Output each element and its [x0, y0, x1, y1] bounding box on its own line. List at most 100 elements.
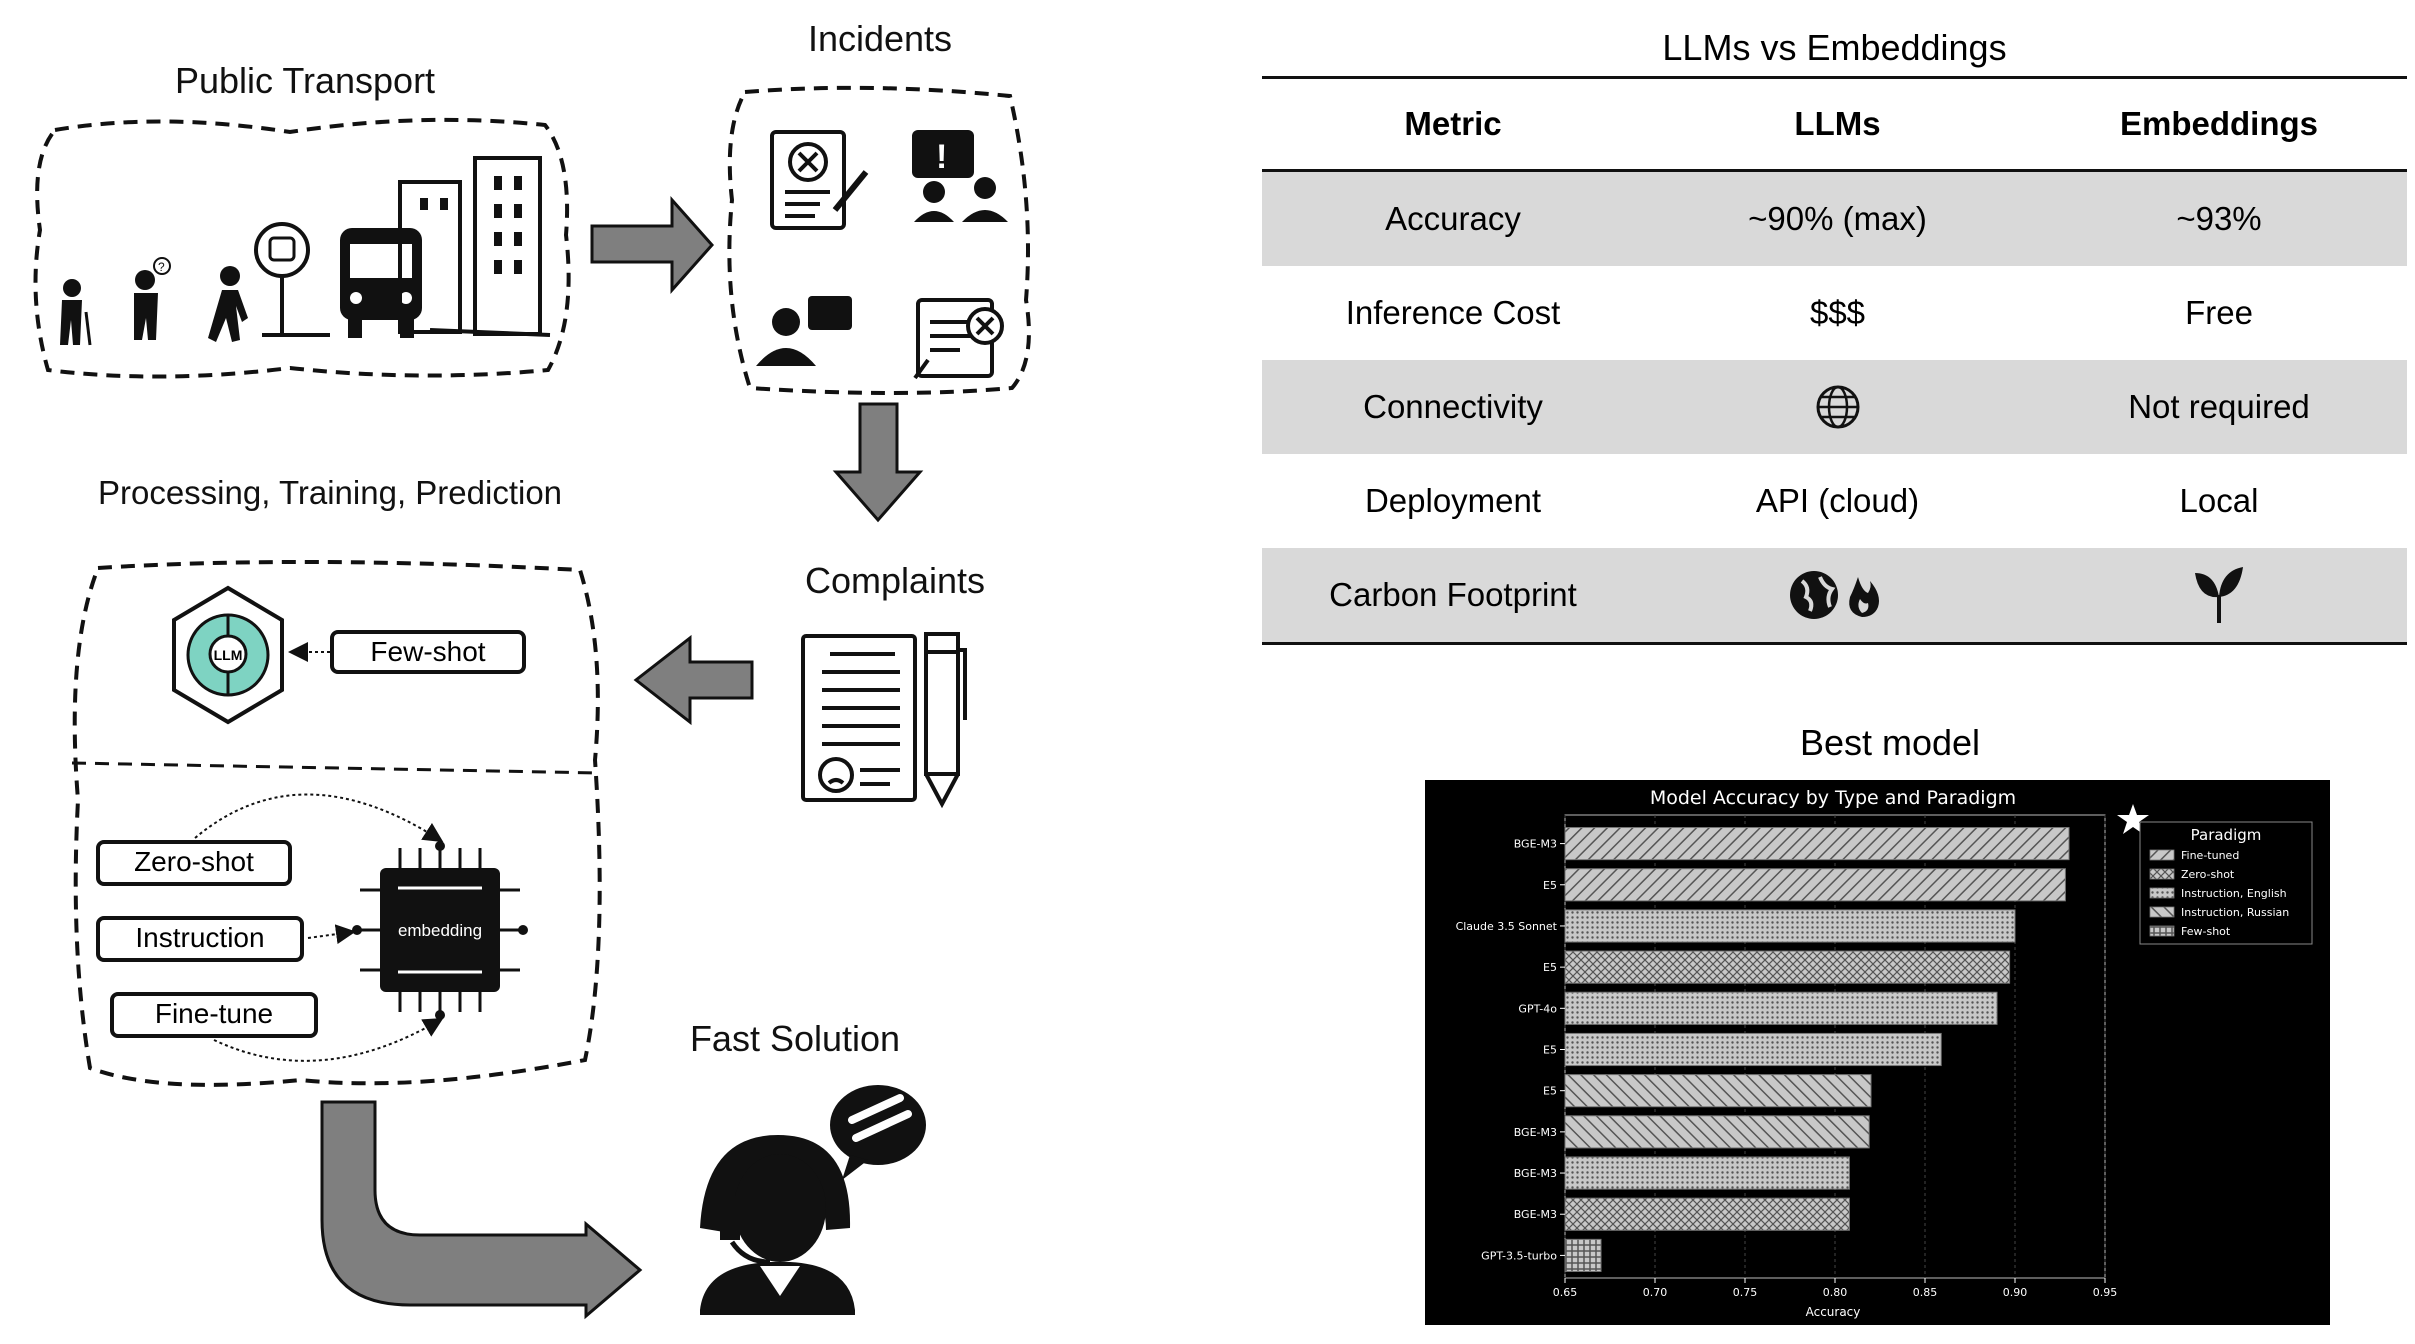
- llm-cell: [1644, 360, 2031, 454]
- llm-cell: [1644, 548, 2031, 645]
- arrow-to-complaints: [832, 402, 924, 523]
- x-tick-label: 0.95: [2093, 1286, 2118, 1299]
- legend-swatch: [2149, 849, 2175, 861]
- llm-brain-icon: LLM: [172, 585, 284, 725]
- x-tick-label: 0.80: [1823, 1286, 1848, 1299]
- svg-text:!: !: [936, 138, 947, 176]
- bar-0: [1564, 827, 2070, 861]
- chat-person-icon: [756, 296, 852, 366]
- arrow-to-incidents: [590, 196, 715, 294]
- table-title: LLMs vs Embeddings: [1662, 27, 2007, 68]
- fine-tune-box: Fine-tune: [110, 992, 318, 1038]
- accuracy-chart: Model Accuracy by Type and Paradigm 0.65…: [1425, 780, 2330, 1325]
- elderly-person-icon: [60, 279, 92, 346]
- bar-4: [1564, 991, 1998, 1025]
- svg-text:LLM: LLM: [214, 647, 243, 663]
- svg-text:?: ?: [158, 260, 165, 274]
- arrow-to-processing: [633, 634, 754, 726]
- table-row: Inference Cost $$$ Free: [1262, 266, 2407, 360]
- table-row: Carbon Footprint: [1262, 548, 2407, 645]
- x-tick-label: 0.90: [2003, 1286, 2028, 1299]
- y-tick-label: BGE-M3: [1514, 1208, 1557, 1221]
- x-tick-label: 0.65: [1553, 1286, 1578, 1299]
- table-row: Accuracy ~90% (max) ~93%: [1262, 170, 2407, 266]
- arrow-to-solution: [320, 1100, 643, 1320]
- walking-person-icon: [208, 266, 248, 342]
- metric-cell: Connectivity: [1262, 360, 1644, 454]
- bar-3: [1564, 950, 2011, 984]
- bar-2: [1564, 909, 2016, 943]
- legend-entry: Instruction, English: [2181, 887, 2287, 900]
- embedding-chip-icon: embedding: [352, 841, 528, 1020]
- processing-label: Processing, Training, Prediction: [97, 474, 563, 511]
- y-tick-label: E5: [1543, 1044, 1557, 1057]
- header-metric: Metric: [1262, 76, 1644, 172]
- globe-icon: [1816, 385, 1859, 429]
- metric-cell: Inference Cost: [1345, 294, 1561, 331]
- legend-title: Paradigm: [2191, 826, 2262, 844]
- x-tick-label: 0.75: [1733, 1286, 1758, 1299]
- zero-shot-box: Zero-shot: [96, 840, 292, 886]
- public-transport-frame: [33, 117, 571, 379]
- speech-bubble-icon: [830, 1085, 926, 1180]
- rejected-document-icon: [770, 130, 869, 230]
- confused-person-icon: ?: [134, 257, 171, 340]
- best-model-title: Best model: [1799, 722, 1981, 763]
- y-tick-label: Claude 3.5 Sonnet: [1456, 920, 1558, 933]
- llm-cell: API (cloud): [1755, 482, 1920, 519]
- incidents-label: Incidents: [807, 18, 953, 59]
- y-tick-label: E5: [1543, 879, 1557, 892]
- chart-canvas: Model Accuracy by Type and Paradigm 0.65…: [1456, 787, 2313, 1319]
- support-agent-icon: [700, 1135, 855, 1315]
- instruction-box: Instruction: [96, 916, 304, 962]
- embedding-cell: [2031, 548, 2407, 645]
- bus-stop-icon: [254, 222, 330, 337]
- bar-10: [1564, 1238, 1602, 1272]
- y-tick-label: BGE-M3: [1514, 838, 1557, 851]
- bar-9: [1564, 1197, 1850, 1231]
- y-tick-label: BGE-M3: [1514, 1167, 1557, 1180]
- buildings-icon: [398, 156, 551, 337]
- embedding-cell: ~93%: [2031, 170, 2407, 266]
- bar-1: [1564, 868, 2066, 902]
- svg-text:embedding: embedding: [398, 921, 482, 940]
- legend-swatch: [2149, 925, 2175, 937]
- bar-5: [1564, 1032, 1942, 1067]
- few-shot-box: Few-shot: [330, 630, 526, 674]
- processing-frame: [72, 559, 602, 1087]
- embedding-cell: Local: [2179, 482, 2259, 519]
- workflow-diagram: ? !: [33, 18, 1031, 1320]
- sprout-icon: [2195, 567, 2243, 623]
- y-tick-label: BGE-M3: [1514, 1126, 1557, 1139]
- x-tick-label: 0.70: [1643, 1286, 1668, 1299]
- legend-swatch: [2149, 868, 2175, 880]
- metric-cell: Accuracy: [1262, 170, 1644, 266]
- x-tick-label: 0.85: [1913, 1286, 1938, 1299]
- x-axis-label: Accuracy: [1806, 1305, 1861, 1319]
- header-llms: LLMs: [1644, 76, 2031, 172]
- legend-entry: Few-shot: [2181, 925, 2231, 938]
- embedding-cell: Free: [2185, 294, 2253, 331]
- chart-title-text: Model Accuracy by Type and Paradigm: [1650, 787, 2016, 809]
- legend-swatch: [2149, 887, 2175, 899]
- bar-7: [1564, 1115, 1870, 1149]
- public-transport-label: Public Transport: [174, 60, 436, 101]
- pencil-icon: [924, 632, 967, 809]
- processing-divider: [71, 761, 601, 775]
- earth-fire-icon: [1789, 571, 1879, 619]
- header-embeddings: Embeddings: [2031, 76, 2407, 172]
- llm-cell: $$$: [1809, 294, 1866, 331]
- chart-legend: Paradigm Fine-tunedZero-shotInstruction,…: [2139, 821, 2313, 945]
- fast-solution-label: Fast Solution: [689, 1018, 901, 1059]
- complaints-label: Complaints: [804, 560, 986, 601]
- bar-8: [1564, 1156, 1850, 1190]
- legend-swatch: [2149, 906, 2175, 918]
- y-tick-label: E5: [1543, 1085, 1557, 1098]
- incidents-frame: [727, 85, 1031, 395]
- y-tick-label: GPT-3.5-turbo: [1481, 1249, 1557, 1262]
- comparison-table: LLMs vs Embeddings Metric LLMs Embedding…: [1262, 20, 2407, 645]
- metric-cell: Carbon Footprint: [1262, 548, 1644, 645]
- complaint-form-icon: [801, 634, 917, 802]
- legend-entry: Zero-shot: [2181, 868, 2235, 881]
- llm-cell: ~90% (max): [1644, 170, 2031, 266]
